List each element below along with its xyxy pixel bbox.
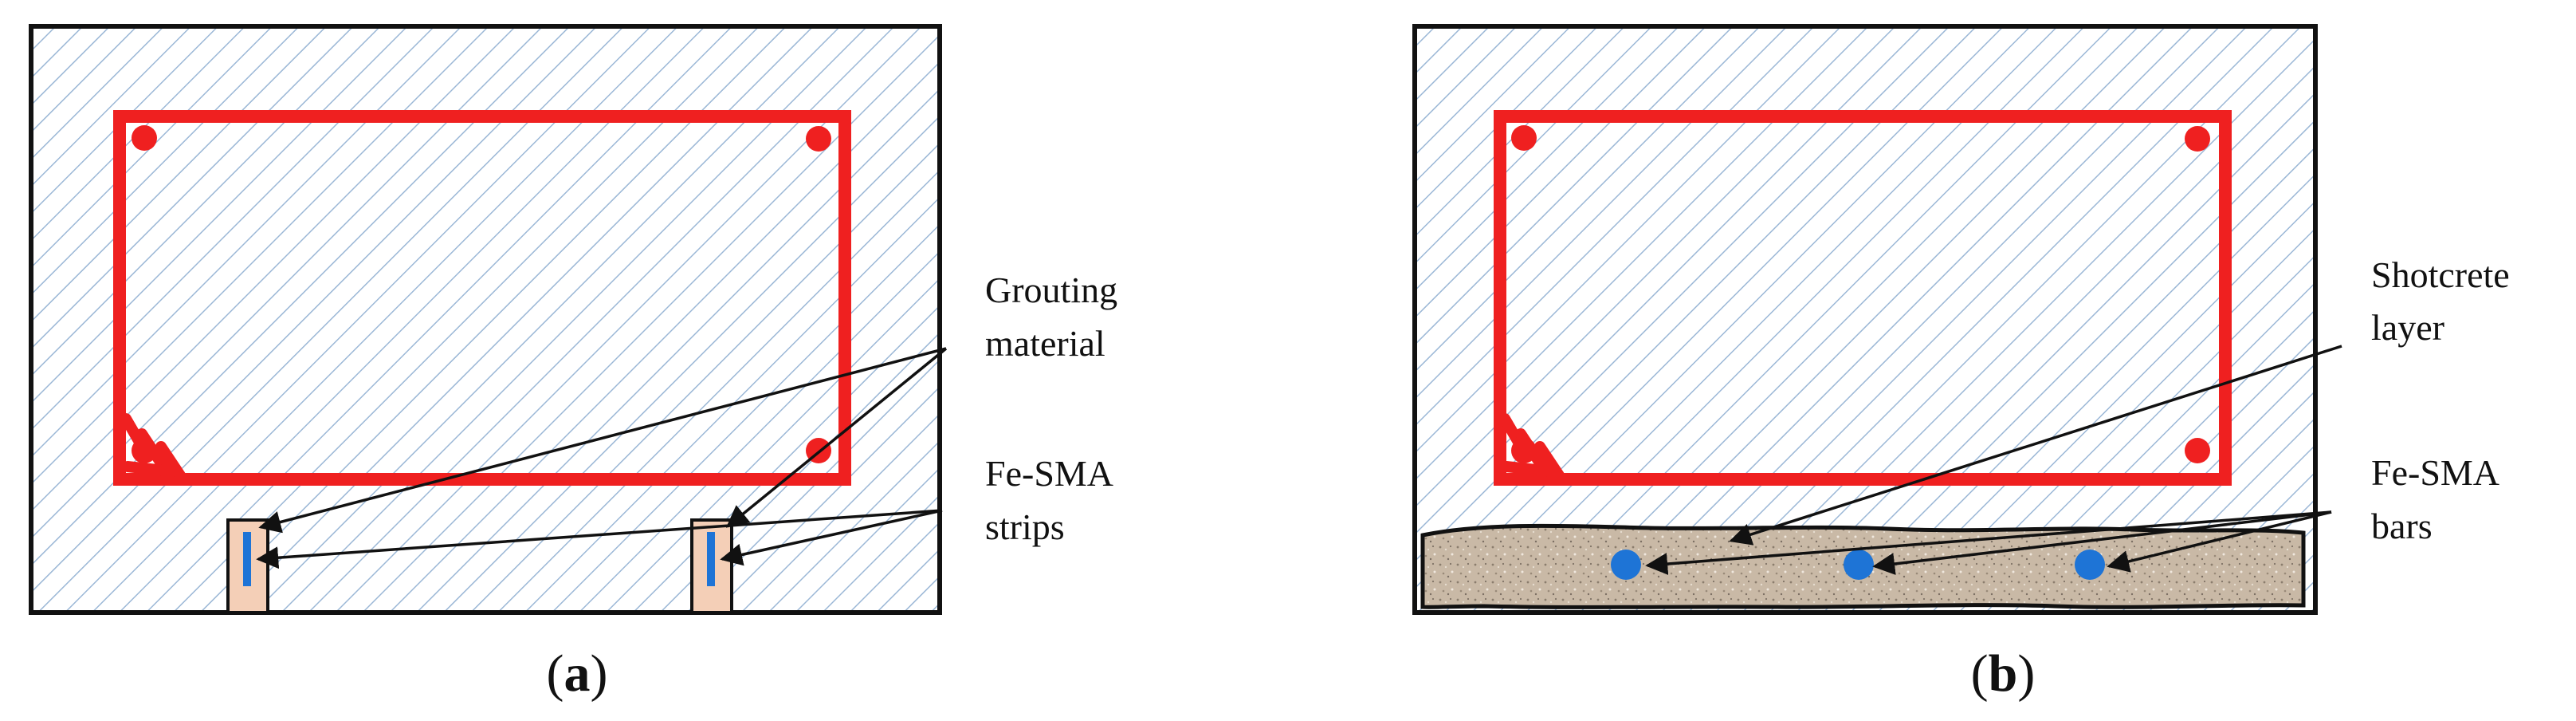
panel-a-right-fe-sma-strip bbox=[707, 532, 715, 586]
panel-b-bars-arrow-right bbox=[2107, 510, 2332, 573]
panel-b-bars-arrow-middle bbox=[1872, 510, 2332, 575]
panel-a-corner-bar-bottom-left bbox=[132, 438, 157, 463]
panel-a-caption: (a) bbox=[547, 644, 608, 703]
panel-b-corner-bar-top-left bbox=[1511, 125, 1537, 151]
panel-a-grout-arrow-right bbox=[725, 347, 948, 528]
panel-b-corner-bar-bottom-left bbox=[1511, 438, 1537, 463]
label-fe-sma-bars-line-1: Fe-SMA bbox=[2371, 452, 2499, 493]
label-fe-sma-bars-line-2: bars bbox=[2371, 506, 2433, 546]
panel-a-stirrup-frame bbox=[113, 110, 851, 486]
panel-b-corner-bar-bottom-right bbox=[2185, 438, 2210, 463]
panel-b-corner-bar-top-right bbox=[2185, 126, 2210, 152]
panel-b-fe-sma-bar-left bbox=[1611, 550, 1641, 580]
label-shotcrete-layer-line-1: Shotcrete bbox=[2371, 254, 2510, 295]
label-shotcrete-layer-line-2: layer bbox=[2371, 307, 2444, 348]
label-grouting-material-line-2: material bbox=[985, 323, 1105, 364]
panel-b-stirrup-frame bbox=[1494, 110, 2232, 486]
panel-a-strip-arrow-right bbox=[720, 509, 943, 566]
panel-a-left-fe-sma-strip bbox=[243, 532, 251, 586]
label-fe-sma-strips-line-1: Fe-SMA bbox=[985, 453, 1113, 494]
panel-a-concrete-section bbox=[29, 24, 942, 615]
panel-b-shotcrete-arrow bbox=[1729, 345, 2342, 546]
panel-a-strip-arrow-left bbox=[256, 509, 943, 569]
panel-b-bars-arrow-left bbox=[1645, 510, 2332, 575]
panel-b-caption: (b) bbox=[1971, 644, 2036, 703]
label-fe-sma-strips-line-2: strips bbox=[985, 506, 1065, 547]
panel-b-concrete-section bbox=[1412, 24, 2318, 615]
panel-a-grout-arrow-left bbox=[258, 347, 947, 534]
panel-b-fe-sma-bar-middle bbox=[1844, 550, 1874, 580]
panel-a-corner-bar-top-left bbox=[132, 125, 157, 151]
panel-a-corner-bar-top-right bbox=[806, 126, 831, 152]
panel-a: Grouting material Fe-SMA strips (a) bbox=[29, 24, 1117, 703]
panel-b: Shotcrete layer Fe-SMA bars (b) bbox=[1412, 24, 2510, 703]
label-grouting-material-line-1: Grouting bbox=[985, 270, 1117, 310]
panel-b-fe-sma-bar-right bbox=[2075, 550, 2105, 580]
